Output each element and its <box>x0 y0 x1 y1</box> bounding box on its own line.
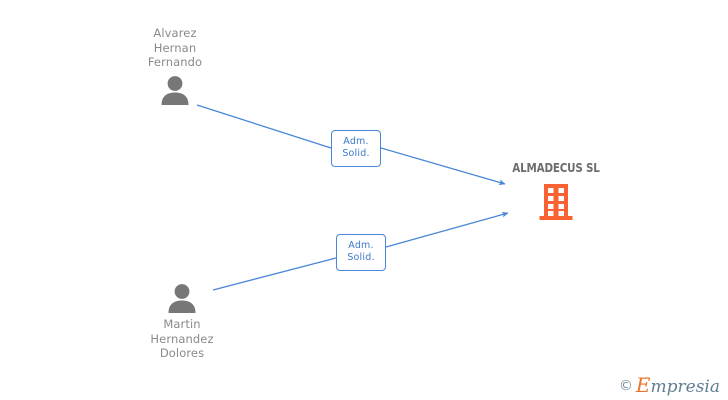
company-node-almadecus-sl[interactable]: ALMADECUS SL <box>481 160 631 220</box>
relation-label-line1: Adm. <box>343 136 369 147</box>
brand-logo: Empresia <box>636 375 720 396</box>
relation-label-line2: Solid. <box>347 252 375 263</box>
copyright-icon: © <box>618 377 633 394</box>
brand-name: mpresia <box>650 377 721 397</box>
relation-label-adm-solid-1[interactable]: Adm. Solid. <box>331 130 381 167</box>
person-label: Alvarez Hernan Fernando <box>147 26 203 69</box>
person-icon <box>161 75 189 105</box>
company-title: ALMADECUS SL <box>512 160 600 175</box>
relation-label-adm-solid-2[interactable]: Adm. Solid. <box>336 234 386 271</box>
building-icon <box>539 184 573 220</box>
watermark: © Empresia <box>619 375 720 396</box>
brand-initial: E <box>635 373 651 397</box>
person-icon <box>168 284 196 313</box>
relation-label-line2: Solid. <box>342 148 370 159</box>
person-node-martin-hernandez-dolores[interactable]: Martin Hernandez Dolores <box>107 283 257 361</box>
relation-label-line1: Adm. <box>348 240 374 251</box>
person-node-alvarez-hernan-fernando[interactable]: Alvarez Hernan Fernando <box>100 26 250 105</box>
edge-person-top-to-label <box>196 104 332 149</box>
edge-person-bottom-to-label <box>212 257 337 291</box>
edge-label-to-company-top <box>380 147 506 186</box>
edge-label-to-company-bottom <box>385 211 509 248</box>
person-label: Martin Hernandez Dolores <box>150 317 214 360</box>
